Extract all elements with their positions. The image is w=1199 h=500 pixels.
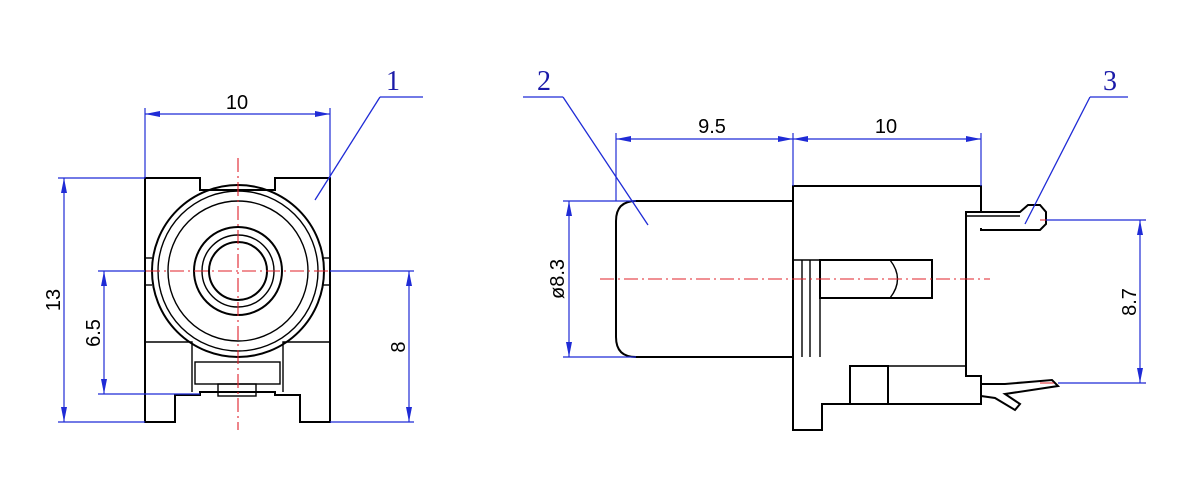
side-view: 9.5 10 ø8.3 8.7 2 3 xyxy=(523,66,1146,431)
side-dim-diameter: ø8.3 xyxy=(547,259,569,299)
side-dim-pin-spacing: 8.7 xyxy=(1119,288,1141,316)
arrow xyxy=(101,271,107,286)
leader-3 xyxy=(1024,96,1091,225)
side-top-pin xyxy=(966,204,1047,231)
arrow xyxy=(793,136,808,142)
side-lower-block xyxy=(849,365,889,405)
part-label-2: 2 xyxy=(537,66,551,97)
arrow xyxy=(406,271,412,286)
side-dim-body-length: 9.5 xyxy=(698,116,726,138)
arrow xyxy=(778,136,793,142)
front-dim-height: 13 xyxy=(43,289,65,311)
part-label-3: 3 xyxy=(1103,66,1117,97)
front-dim-width: 10 xyxy=(226,92,248,114)
arrow xyxy=(61,178,67,193)
front-right-plate xyxy=(282,341,330,392)
arrow xyxy=(315,111,330,117)
arrow xyxy=(616,136,631,142)
part-label-1: 1 xyxy=(386,66,400,97)
arrow xyxy=(566,342,572,357)
arrow xyxy=(406,407,412,422)
leader-1 xyxy=(314,96,381,201)
arrow xyxy=(145,111,160,117)
front-view: 10 13 6.5 8 1 xyxy=(43,66,423,430)
arrow xyxy=(61,407,67,422)
front-center-pin xyxy=(217,383,257,397)
arrow xyxy=(1137,368,1143,383)
side-slot xyxy=(819,259,933,299)
front-dim-right-height: 8 xyxy=(388,341,410,352)
side-dim-housing-length: 10 xyxy=(875,116,897,138)
front-housing-outline xyxy=(144,177,331,423)
arrow xyxy=(566,201,572,216)
side-bottom-pin xyxy=(980,378,1061,412)
front-dim-center-height: 6.5 xyxy=(83,319,105,347)
arrow xyxy=(1137,220,1143,235)
leader-2 xyxy=(562,96,649,226)
front-left-plate xyxy=(145,341,193,392)
arrow xyxy=(966,136,981,142)
arrow xyxy=(101,379,107,394)
side-housing-outline xyxy=(792,185,982,431)
